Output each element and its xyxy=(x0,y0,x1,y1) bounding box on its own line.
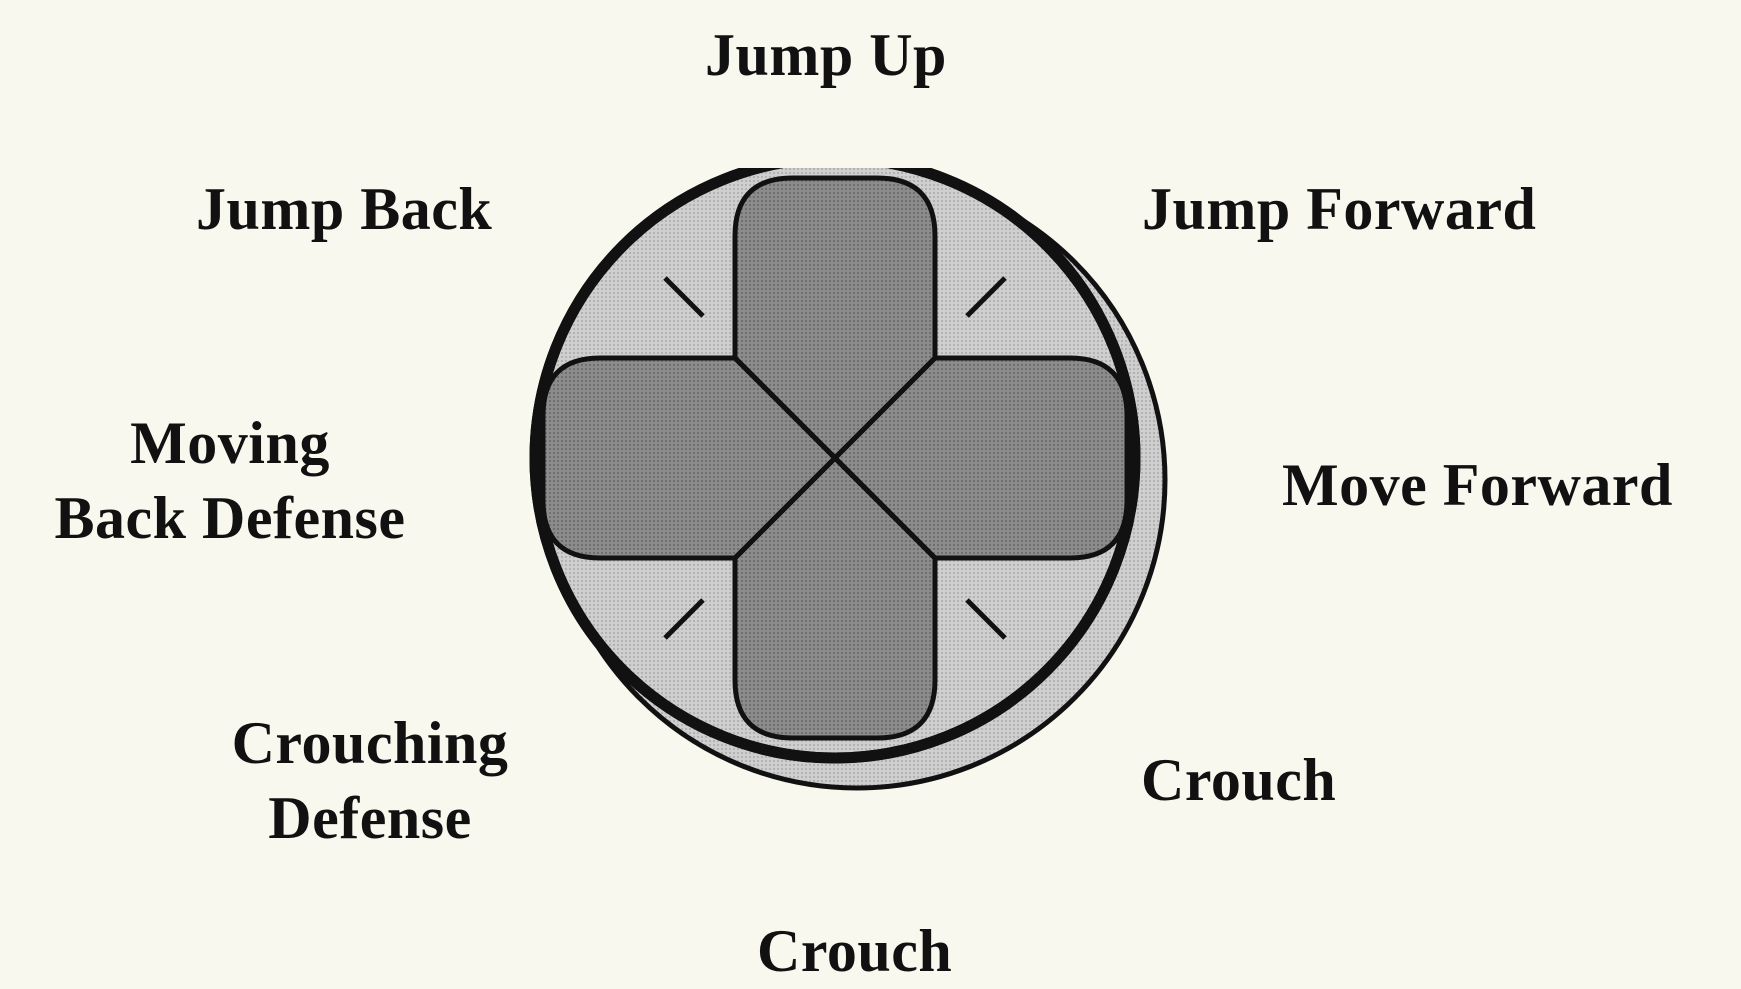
label-moving-back-defense-line2: Back Defense xyxy=(20,481,440,556)
label-crouch-down: Crouch xyxy=(757,914,952,989)
directional-pad-icon xyxy=(525,168,1175,818)
label-moving-back-defense-line1: Moving xyxy=(20,406,440,481)
label-crouching-defense: Crouching Defense xyxy=(190,706,550,856)
label-move-forward: Move Forward xyxy=(1282,448,1673,523)
label-crouching-defense-line2: Defense xyxy=(190,781,550,856)
label-crouching-defense-line1: Crouching xyxy=(190,706,550,781)
label-jump-up: Jump Up xyxy=(705,18,947,93)
label-jump-forward: Jump Forward xyxy=(1142,172,1536,247)
label-moving-back-defense: Moving Back Defense xyxy=(20,406,440,556)
label-jump-back: Jump Back xyxy=(196,172,492,247)
